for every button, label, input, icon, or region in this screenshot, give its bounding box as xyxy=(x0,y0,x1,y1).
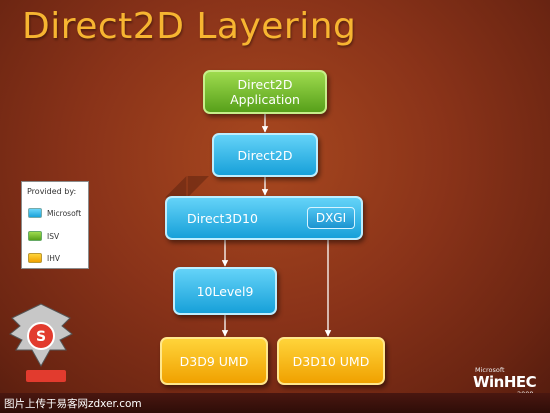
legend-swatch-microsoft xyxy=(28,208,42,218)
node-app-line2: Application xyxy=(230,92,300,107)
legend-title: Provided by: xyxy=(27,187,77,196)
node-dxgi-label: DXGI xyxy=(315,210,347,225)
node-d3d9-umd-label: D3D9 UMD xyxy=(179,353,249,369)
legend-item-isv: ISV xyxy=(28,230,59,242)
legend-swatch-ihv xyxy=(28,253,42,263)
legend-swatch-isv xyxy=(28,231,42,241)
legend-item-ihv: IHV xyxy=(28,252,60,264)
footer-caption: 图片上传于易客网zdxer.com xyxy=(4,398,142,410)
node-d3d10-umd-label: D3D10 UMD xyxy=(292,353,370,369)
footer-bar xyxy=(0,393,550,413)
legend-label-microsoft: Microsoft xyxy=(47,208,82,218)
legend-label-ihv: IHV xyxy=(47,253,60,263)
legend-label-isv: ISV xyxy=(47,231,60,241)
node-dxgi: DXGI xyxy=(307,207,355,229)
node-direct2d: Direct2D xyxy=(212,133,318,177)
node-app-line1: Direct2D xyxy=(237,77,293,92)
node-direct3d10-label: Direct3D10 xyxy=(187,210,258,226)
watermark: ◢◤ xyxy=(165,168,211,201)
node-d3d10-umd: D3D10 UMD xyxy=(277,337,385,385)
node-direct2d-label: Direct2D xyxy=(237,147,293,163)
legend-item-microsoft: Microsoft xyxy=(28,207,81,219)
logo-winhec: WinHEC xyxy=(473,373,537,391)
slide-title: Direct2D Layering xyxy=(22,6,357,47)
legend: Provided by: Microsoft ISV IHV xyxy=(21,181,89,269)
node-10level9-label: 10Level9 xyxy=(196,283,254,299)
logo-microsoft-text: Microsoft xyxy=(475,366,505,374)
node-d3d9-umd: D3D9 UMD xyxy=(160,337,268,385)
node-10level9: 10Level9 xyxy=(173,267,277,315)
svg-text:S: S xyxy=(36,329,46,345)
site-badge-icon: S xyxy=(9,303,73,382)
node-direct2d-application: Direct2D Application xyxy=(203,70,327,114)
